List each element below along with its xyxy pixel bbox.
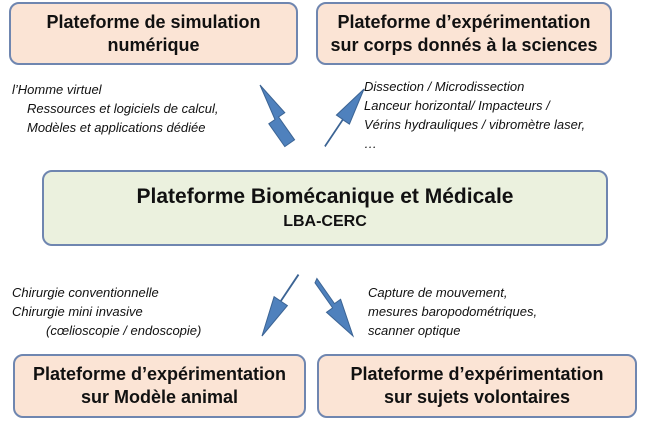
central-platform-box: Plateforme Biomécanique et Médicale LBA-… <box>42 170 608 246</box>
arrow-to-corps <box>324 88 365 148</box>
animal-model-platform-line2: sur Modèle animal <box>80 387 239 407</box>
dissection-equipment-note: Dissection / Microdissection Lanceur hor… <box>364 77 585 153</box>
note-line: l’Homme virtuel <box>12 82 102 97</box>
central-platform-subtitle: LBA-CERC <box>283 213 367 230</box>
arrow-to-volunteers <box>314 277 355 338</box>
note-line: mesures baropodométriques, <box>368 304 538 319</box>
note-line: Ressources et logiciels de calcul, <box>27 101 219 116</box>
central-platform-title: Plateforme Biomécanique et Médicale <box>136 185 514 208</box>
arrow-to-animal <box>261 273 300 337</box>
note-line: scanner optique <box>368 323 461 338</box>
volunteer-platform-line2: sur sujets volontaires <box>383 387 571 407</box>
note-line: Chirurgie conventionnelle <box>12 285 159 300</box>
note-line: Lanceur horizontal/ Impacteurs / <box>364 98 550 113</box>
note-line: Capture de mouvement, <box>368 285 508 300</box>
note-line: Vérins hydrauliques / vibromètre laser, <box>364 117 586 132</box>
note-line: Chirurgie mini invasive <box>12 304 143 319</box>
volunteer-platform-line1: Plateforme d’expérimentation <box>350 364 604 384</box>
note-line: Dissection / Microdissection <box>364 79 525 94</box>
body-donation-platform-line1: Plateforme d’expérimentation <box>337 11 591 32</box>
note-line: … <box>364 136 377 151</box>
note-line: (cœlioscopie / endoscopie) <box>46 323 202 338</box>
motion-capture-note: Capture de mouvement, mesures baropodomé… <box>368 283 537 340</box>
note-line: Modèles et applications dédiée <box>27 120 206 135</box>
simulation-platform-box: Plateforme de simulation numérique <box>9 2 298 65</box>
surgery-note: Chirurgie conventionnelle Chirurgie mini… <box>12 283 201 340</box>
volunteer-platform-box: Plateforme d’expérimentation sur sujets … <box>317 354 637 418</box>
animal-model-platform-line1: Plateforme d’expérimentation <box>32 364 287 384</box>
body-donation-platform-box: Plateforme d’expérimentation sur corps d… <box>316 2 612 65</box>
arrow-to-simulation <box>259 84 296 148</box>
simulation-platform-line2: numérique <box>107 34 200 55</box>
animal-model-platform-box: Plateforme d’expérimentation sur Modèle … <box>13 354 306 418</box>
simulation-resources-note: l’Homme virtuel Ressources et logiciels … <box>9 80 218 137</box>
simulation-platform-line1: Plateforme de simulation <box>46 11 261 32</box>
body-donation-platform-line2: sur corps donnés à la sciences <box>330 34 598 55</box>
